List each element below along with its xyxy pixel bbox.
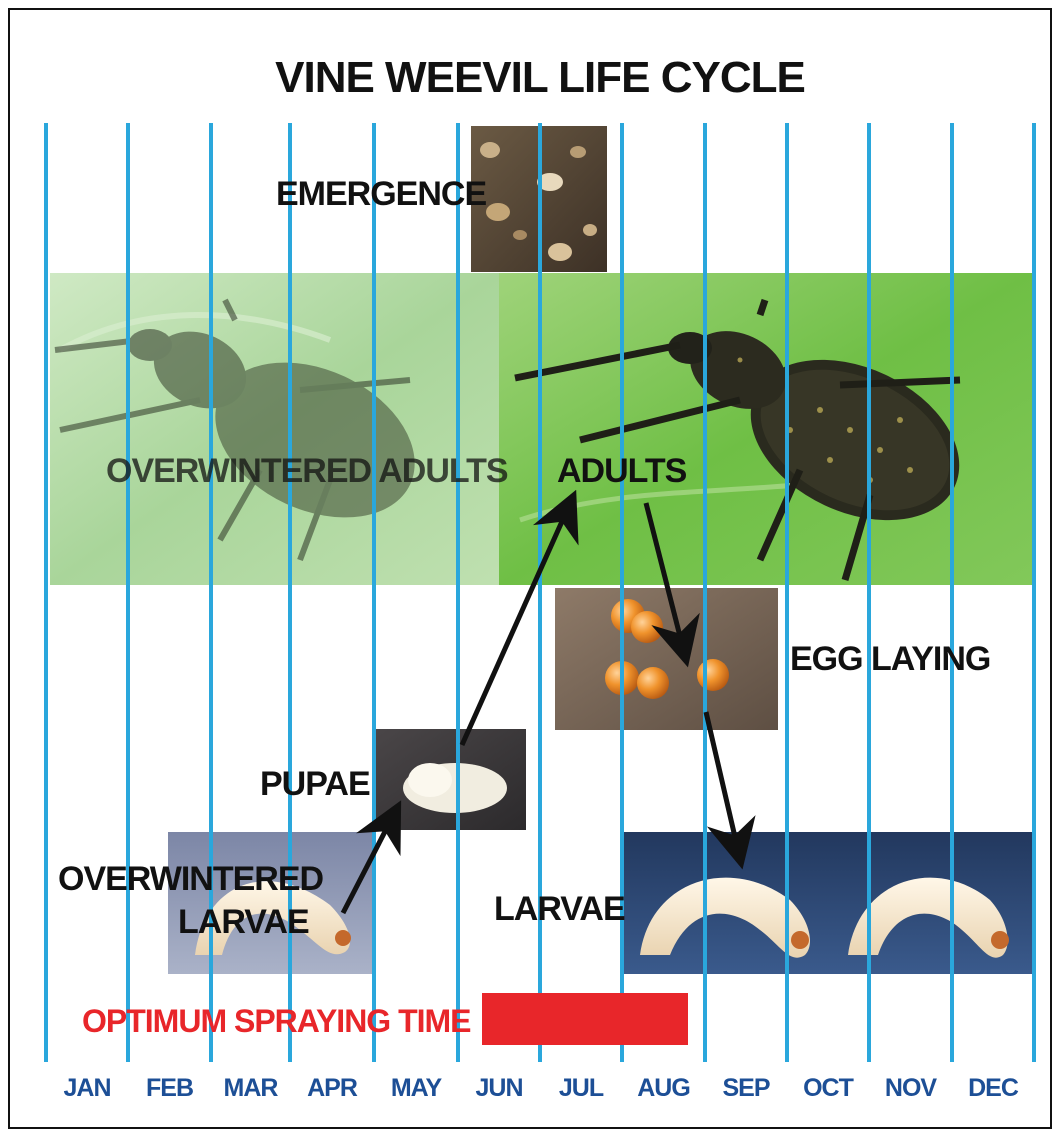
arrow-eggs-to-larvae: [706, 712, 738, 850]
month-label-mar: MAR: [224, 1074, 279, 1102]
larvae-label: LARVAE: [494, 890, 625, 928]
spraying-time-bar: [482, 993, 688, 1045]
month-label-sep: SEP: [722, 1074, 769, 1102]
pupae-label: PUPAE: [260, 765, 370, 803]
month-label-feb: FEB: [146, 1074, 193, 1102]
month-label-aug: AUG: [637, 1074, 690, 1102]
month-label-jan: JAN: [63, 1074, 110, 1102]
month-label-jun: JUN: [475, 1074, 522, 1102]
month-label-jul: JUL: [559, 1074, 604, 1102]
month-label-may: MAY: [391, 1074, 443, 1102]
month-label-oct: OCT: [803, 1074, 854, 1102]
month-axis: JAN FEB MAR APR MAY JUN JUL AUG SEP OCT NOV DEC: [63, 1074, 1018, 1102]
emergence-label: EMERGENCE: [276, 175, 486, 213]
egg-laying-label: EGG LAYING: [790, 640, 990, 678]
larvae-photo-1: [623, 832, 833, 974]
larvae-photo-2: [833, 832, 1032, 974]
spraying-time-label: OPTIMUM SPRAYING TIME: [82, 1003, 471, 1039]
adults-label: ADULTS: [557, 452, 687, 490]
month-label-nov: NOV: [885, 1074, 938, 1102]
month-label-apr: APR: [307, 1074, 358, 1102]
month-label-dec: DEC: [968, 1074, 1019, 1102]
egg-laying-photo: [555, 588, 778, 730]
diagram-title: VINE WEEVIL LIFE CYCLE: [275, 53, 805, 102]
pupae-photo: [375, 729, 526, 830]
overwintered-larvae-label-line1: OVERWINTERED: [58, 860, 324, 898]
overwintered-adults-label: OVERWINTERED ADULTS: [106, 452, 508, 490]
overwintered-adults-photo: [50, 273, 499, 585]
overwintered-larvae-label-line2: LARVAE: [178, 903, 309, 941]
